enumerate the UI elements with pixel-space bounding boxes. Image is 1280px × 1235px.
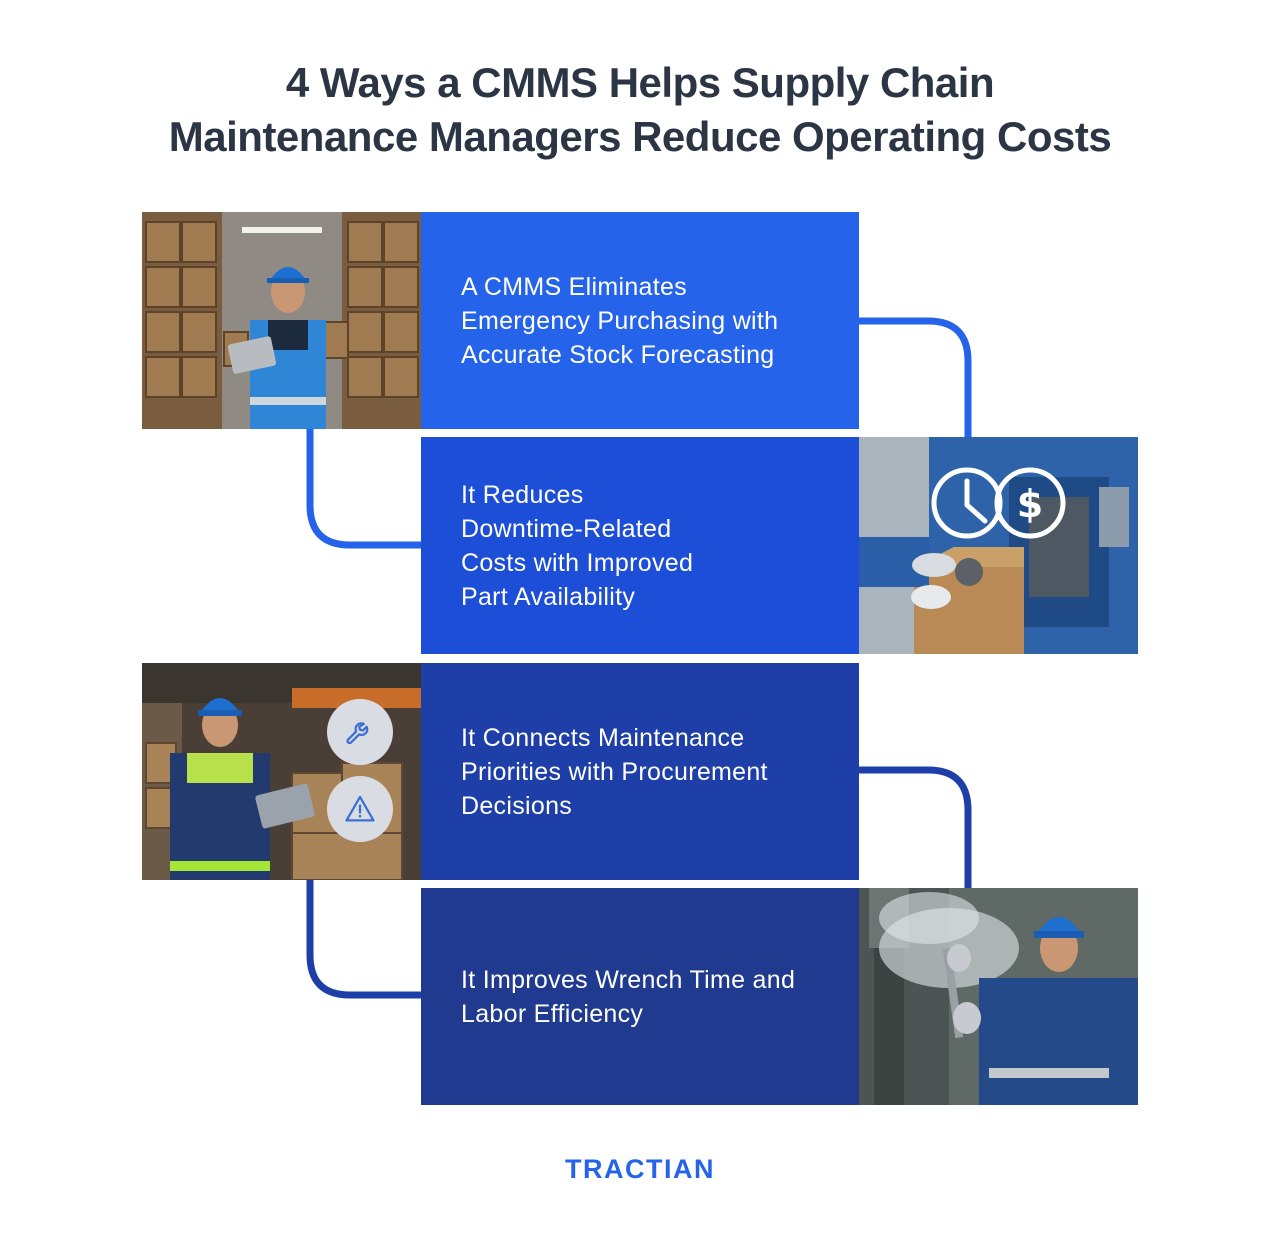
wrench-icon — [346, 722, 369, 745]
card-1-text: A CMMS Eliminates Emergency Purchasing w… — [461, 272, 779, 369]
machine-parts-photo: $ — [859, 437, 1138, 654]
title-line-1: 4 Ways a CMMS Helps Supply Chain — [285, 59, 995, 106]
connector-2 — [306, 429, 421, 549]
connector-4 — [306, 879, 421, 999]
clock-dollar-icon: $ — [931, 467, 1066, 539]
title-line-2: Maintenance Managers Reduce Operating Co… — [168, 113, 1112, 160]
page-title: 4 Ways a CMMS Helps Supply Chain Mainten… — [0, 56, 1280, 164]
warehouse-worker-photo — [142, 212, 421, 429]
card-4-text: It Improves Wrench Time and Labor Effici… — [461, 965, 796, 1028]
warning-icon-badge — [327, 776, 393, 842]
warning-icon — [345, 795, 375, 822]
technician-with-wrench-photo — [859, 888, 1138, 1105]
wrench-icon-badge — [327, 699, 393, 765]
card-3-text: It Connects Maintenance Priorities with … — [461, 723, 768, 820]
connector-1 — [859, 317, 972, 437]
card-item-4: It Improves Wrench Time and Labor Effici… — [421, 888, 859, 1105]
worker-with-tablet-photo — [142, 663, 421, 880]
card-item-1: A CMMS Eliminates Emergency Purchasing w… — [421, 212, 859, 429]
tractian-logo: TRACTIAN — [565, 1154, 715, 1184]
card-item-2: It Reduces Downtime-Related Costs with I… — [421, 437, 859, 654]
svg-text:$: $ — [1017, 482, 1043, 526]
card-item-3: It Connects Maintenance Priorities with … — [421, 663, 859, 880]
card-2-text: It Reduces Downtime-Related Costs with I… — [461, 480, 694, 611]
connector-3 — [859, 766, 972, 888]
